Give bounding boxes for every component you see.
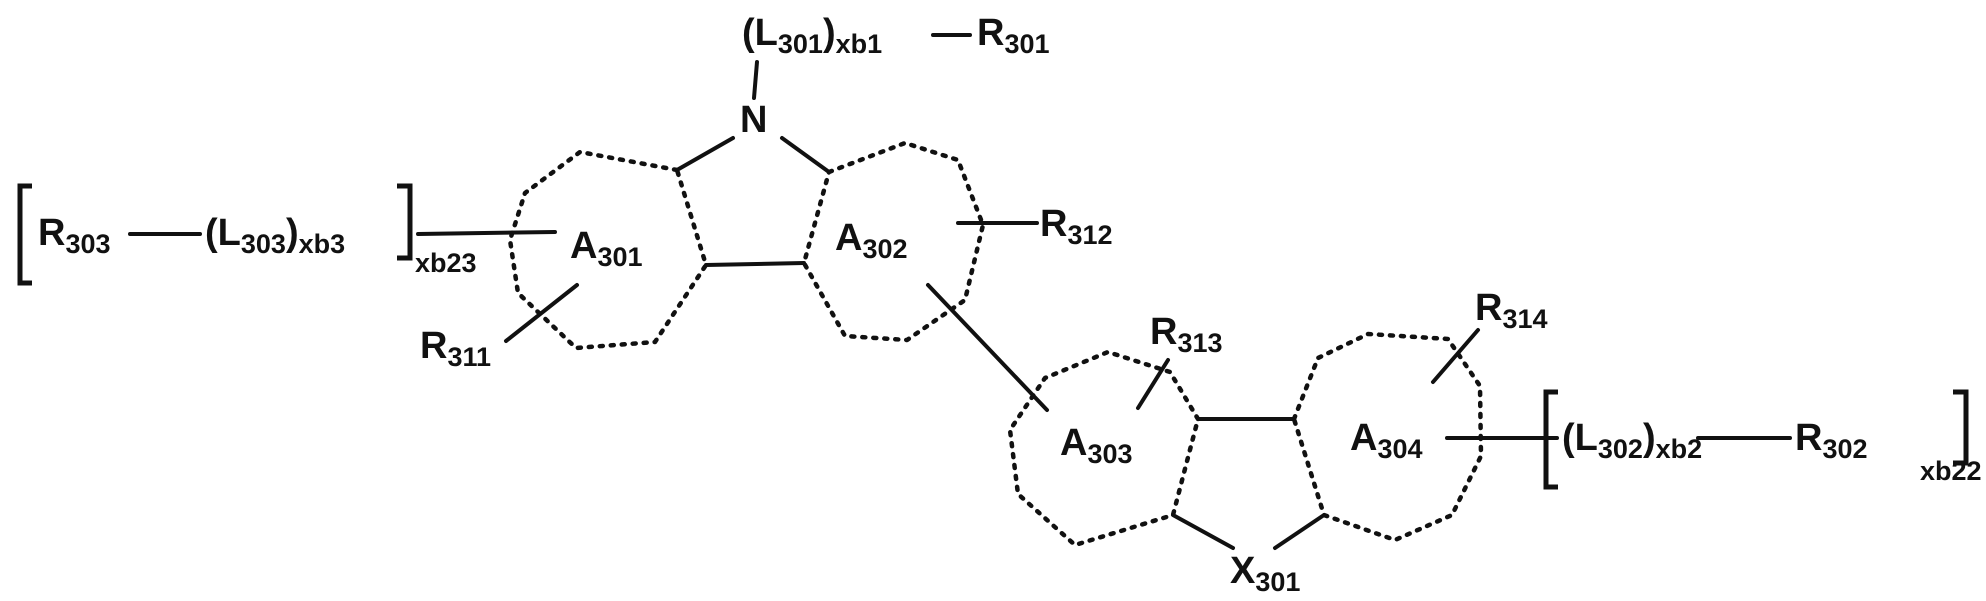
a302-letter: A: [835, 217, 862, 259]
top-close: ): [823, 12, 836, 54]
ring-a303-label: A303: [1060, 422, 1133, 469]
bond-c-to-x301-left: [1173, 515, 1233, 548]
l302-count: xb2: [1656, 434, 1703, 464]
l303-close: ): [286, 212, 299, 254]
top-substituent-label: (L301)xb1: [742, 12, 882, 59]
solid-bonds: [130, 35, 1790, 548]
r311-sub: 311: [447, 342, 491, 372]
r301-r: R: [977, 12, 1004, 54]
r312-label: R312: [1040, 203, 1113, 250]
r302-sub: 302: [1822, 434, 1867, 464]
bond-a303-to-r313: [1138, 360, 1168, 408]
x301-label: X301: [1230, 550, 1300, 597]
r312-sub: 312: [1067, 220, 1112, 250]
a304-letter: A: [1350, 417, 1377, 459]
l303-sub: 303: [241, 229, 286, 259]
ring-a304-label: A304: [1350, 417, 1423, 464]
r311-label: R311: [420, 325, 491, 372]
bond-n-to-left-carbon: [677, 138, 733, 170]
top-open-l: (L: [742, 12, 778, 54]
bond-a302-to-a303: [928, 285, 1047, 410]
l302-open: (L: [1562, 417, 1598, 459]
x301-sub: 301: [1255, 567, 1300, 597]
a301-sub: 301: [597, 242, 642, 272]
r313-r: R: [1150, 311, 1177, 353]
r301-sub: 301: [1004, 29, 1049, 59]
nitrogen-label: N: [740, 99, 767, 141]
a301-letter: A: [570, 225, 597, 267]
bond-fused-c-c-top: [706, 263, 804, 265]
a302-sub: 302: [862, 234, 907, 264]
l303-open: (L: [205, 212, 241, 254]
r303-label: R303: [38, 212, 111, 259]
bond-n-to-l301: [754, 62, 757, 98]
r303-sub: 303: [65, 229, 110, 259]
r302-r: R: [1795, 417, 1822, 459]
l302-label: (L302)xb2: [1562, 417, 1702, 464]
right-close-bracket: [1953, 392, 1966, 463]
bond-n-to-right-carbon: [782, 138, 829, 172]
r314-r: R: [1475, 287, 1502, 329]
r311-r: R: [420, 325, 447, 367]
a303-sub: 303: [1087, 439, 1132, 469]
r313-sub: 313: [1177, 328, 1222, 358]
ring-a301-label: A301: [570, 225, 643, 272]
r303-r: R: [38, 212, 65, 254]
left-close-bracket: [397, 186, 410, 258]
l303-count: xb3: [299, 229, 346, 259]
bond-a301-to-left-group: [418, 232, 555, 234]
l302-sub: 302: [1598, 434, 1643, 464]
r312-r: R: [1040, 203, 1067, 245]
r314-sub: 314: [1502, 304, 1547, 334]
left-open-bracket: [20, 186, 32, 283]
a304-sub: 304: [1377, 434, 1422, 464]
r302-label: R302: [1795, 417, 1868, 464]
a303-letter: A: [1060, 422, 1087, 464]
r313-label: R313: [1150, 311, 1223, 358]
r301-label: R301: [977, 12, 1050, 59]
bond-c-to-x301-right: [1275, 515, 1324, 548]
top-count: xb1: [836, 29, 883, 59]
right-outer-count: xb22: [1920, 456, 1982, 486]
l303-label: (L303)xb3: [205, 212, 345, 259]
r314-label: R314: [1475, 287, 1548, 334]
ring-a302-label: A302: [835, 217, 908, 264]
x301-x: X: [1230, 550, 1256, 592]
l302-close: ): [1643, 417, 1656, 459]
left-outer-count: xb23: [415, 248, 477, 278]
dotted-rings: [510, 143, 1481, 545]
top-l-sub: 301: [778, 29, 823, 59]
